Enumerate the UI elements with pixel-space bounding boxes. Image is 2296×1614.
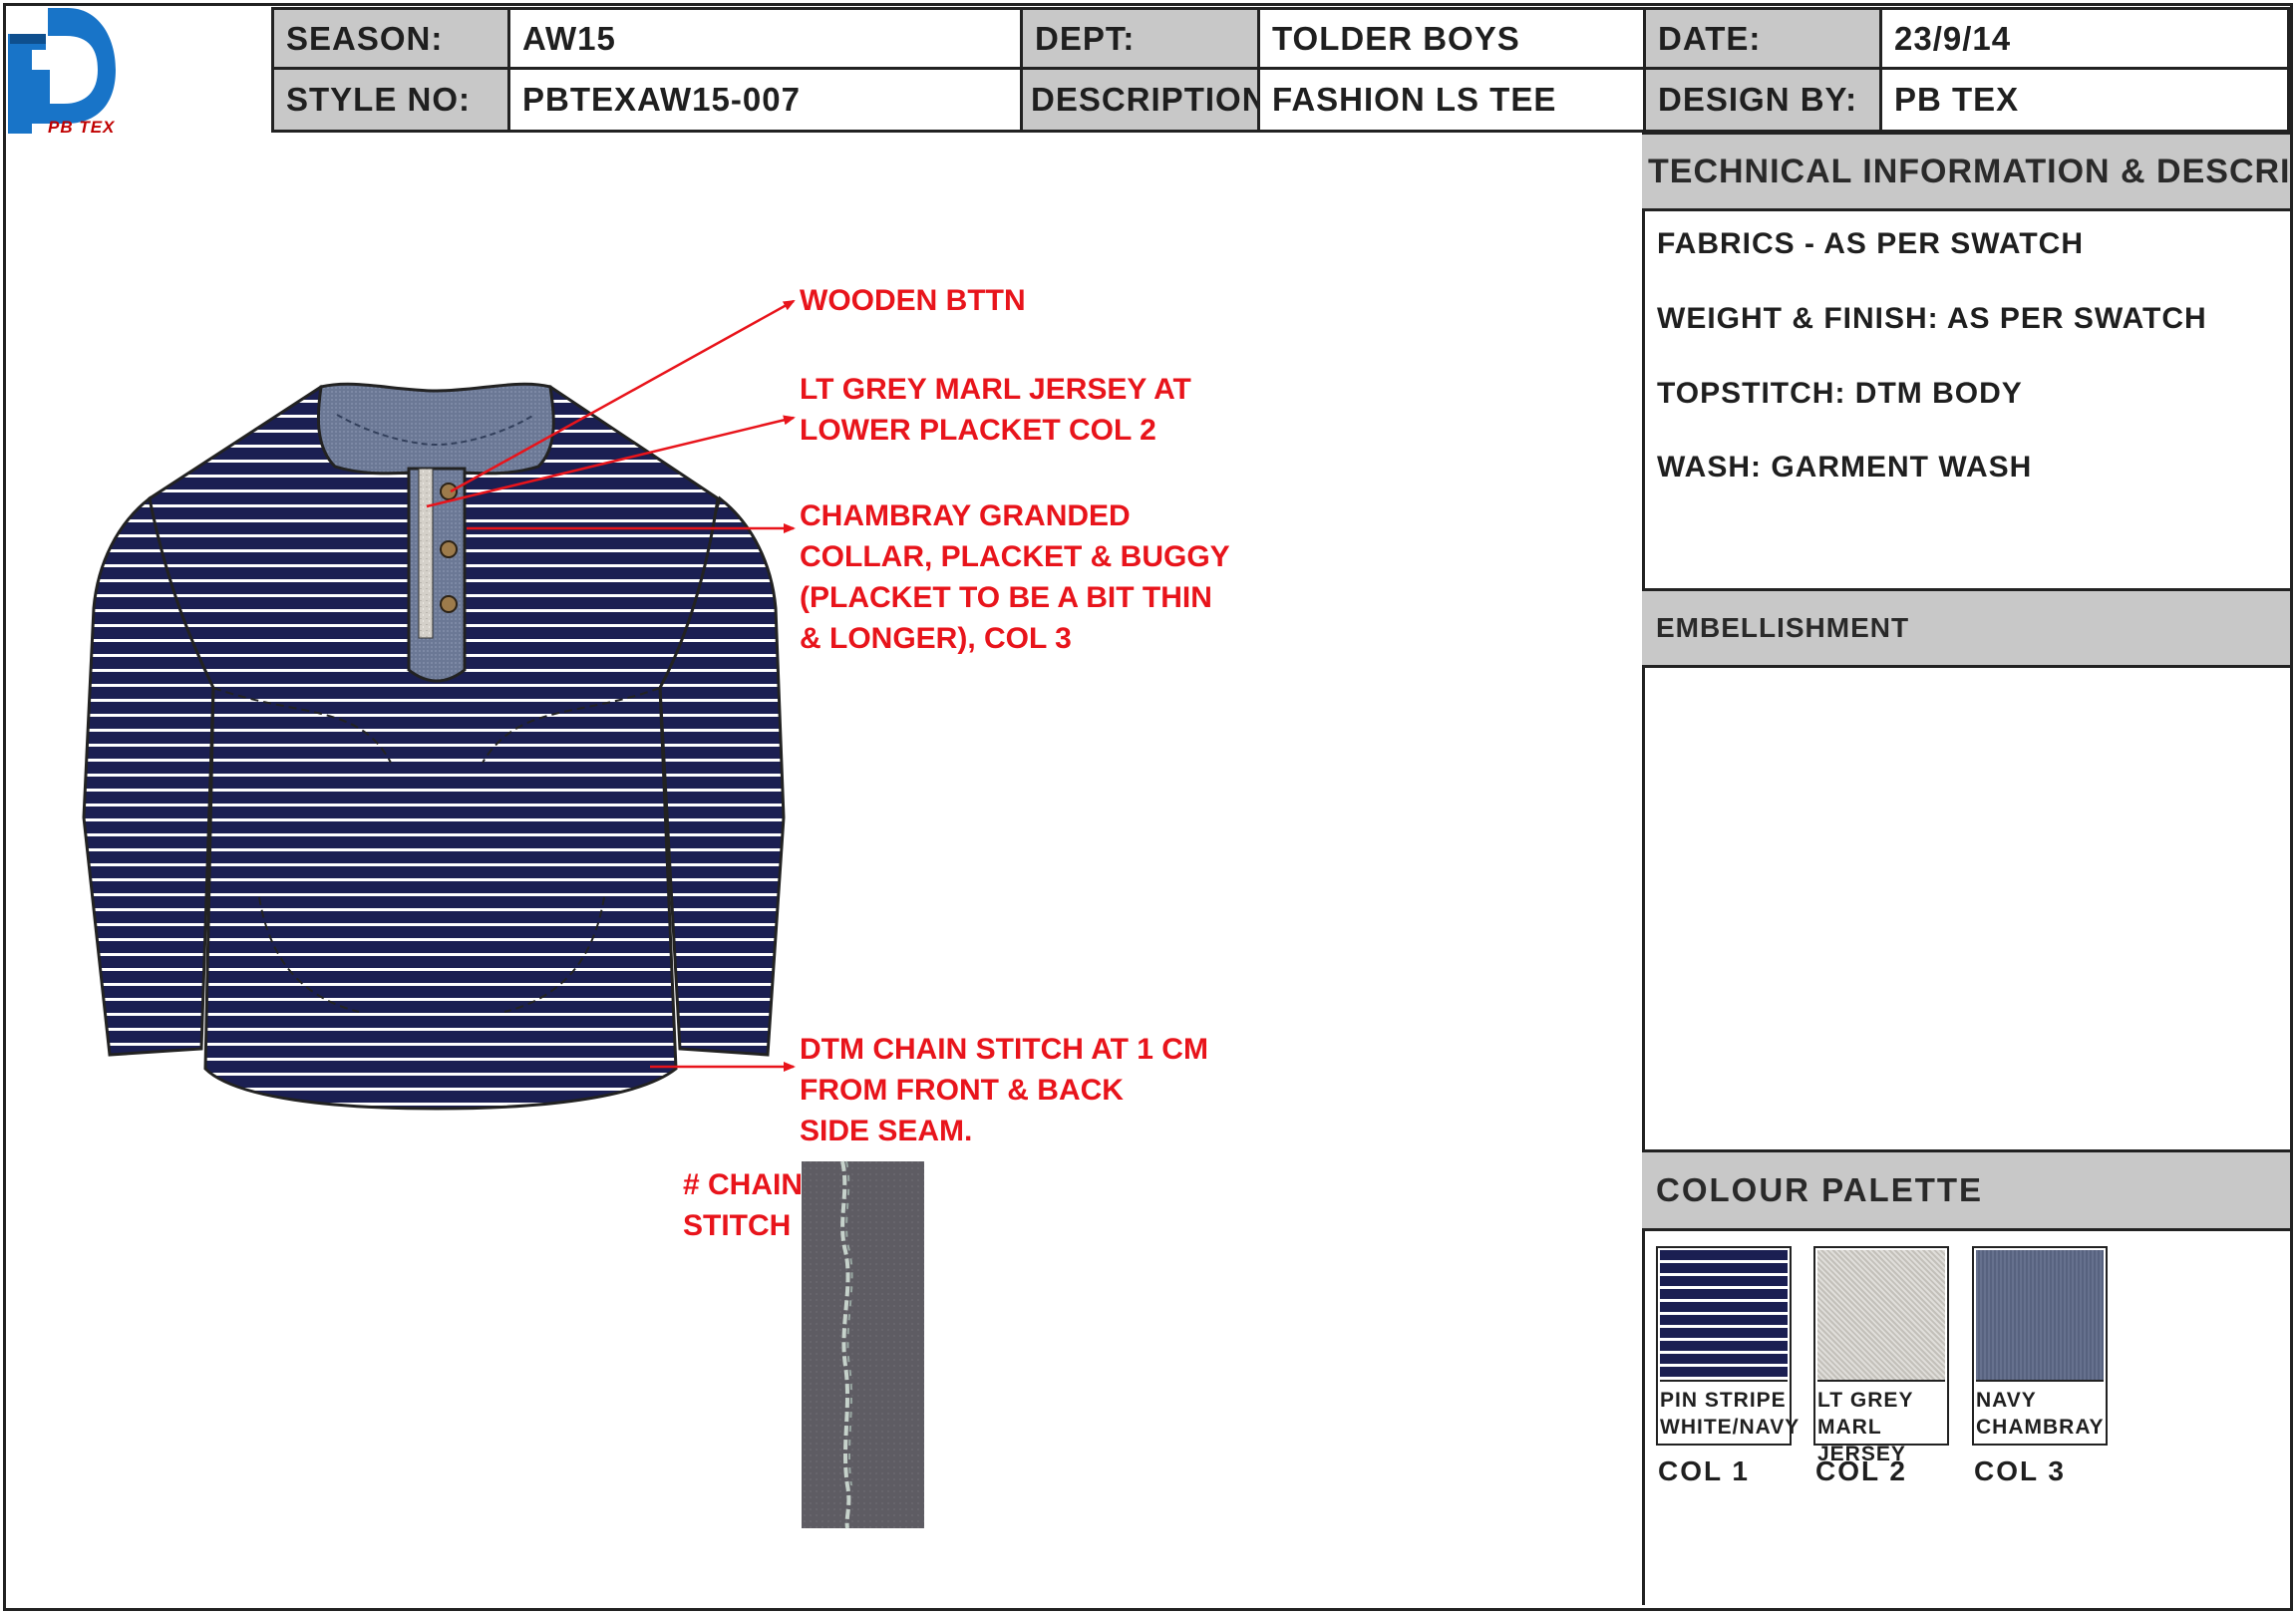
right-sleeve [658, 495, 786, 1057]
lower-placket-grey-jersey [418, 468, 434, 639]
swatch-col-1-number: COL 1 [1658, 1455, 1750, 1486]
style-no-value: PBTEXAW15-007 [507, 67, 1023, 133]
callout-chain-stitch: DTM CHAIN STITCH AT 1 CM FROM FRONT & BA… [800, 1033, 1208, 1147]
right-info-panel [1642, 132, 2290, 1605]
embellishment-heading: EMBELLISHMENT [1642, 588, 2290, 668]
tech-line-topstitch: TOPSTITCH: DTM BODY [1657, 377, 2023, 410]
description-label: DESCRIPTION: [1020, 67, 1260, 133]
date-label: DATE: [1643, 7, 1882, 70]
swatch-col-2-number: COL 2 [1815, 1455, 1907, 1486]
tech-line-fabrics: FABRICS - AS PER SWATCH [1657, 227, 2085, 260]
callout-wooden-button: WOODEN BTTN [800, 284, 1026, 317]
annotation-arrows [426, 299, 796, 1072]
season-label: SEASON: [271, 7, 510, 70]
callout-chain-stitch-label: # CHAIN STITCH [683, 1168, 804, 1242]
callout-chambray: CHAMBRAY GRANDED COLLAR, PLACKET & BUGGY… [800, 499, 1230, 655]
description-value: FASHION LS TEE [1257, 67, 1646, 133]
logo-wordmark: PB TEX [48, 118, 116, 137]
sheet-border [3, 3, 2293, 1611]
left-sleeve [82, 495, 215, 1057]
callout-grey-marl-jersey: LT GREY MARL JERSEY AT LOWER PLACKET COL… [800, 373, 1191, 447]
swatch-fill-navy-chambray [1976, 1250, 2104, 1382]
design-by-value: PB TEX [1879, 67, 2290, 133]
garment-sketch [82, 299, 924, 1529]
dept-value: TOLDER BOYS [1257, 7, 1646, 70]
tech-info-heading: TECHNICAL INFORMATION & DESCRIPTION [1642, 132, 2290, 211]
swatch-fill-pin-stripe [1660, 1250, 1788, 1382]
swatch-fill-grey-marl [1817, 1250, 1945, 1382]
tech-line-weight: WEIGHT & FINISH: AS PER SWATCH [1657, 302, 2207, 335]
pbtex-logo-icon [8, 8, 116, 134]
design-by-label: DESIGN BY: [1643, 67, 1882, 133]
dept-label: DEPT: [1020, 7, 1260, 70]
collar [316, 382, 555, 476]
wooden-buttons [440, 483, 458, 613]
tech-line-wash: WASH: GARMENT WASH [1657, 451, 2033, 484]
swatch-col-3-number: COL 3 [1974, 1455, 2066, 1486]
date-value: 23/9/14 [1879, 7, 2290, 70]
colour-palette-heading: COLOUR PALETTE [1642, 1149, 2290, 1231]
chain-stitch-photo [802, 1161, 924, 1528]
